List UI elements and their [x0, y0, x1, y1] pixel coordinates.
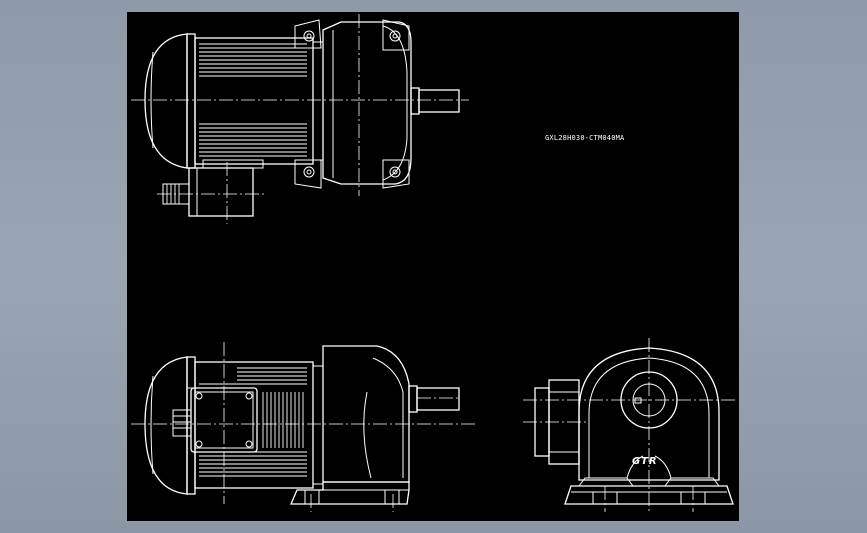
front-cable-gland	[172, 409, 192, 437]
side-base	[564, 485, 734, 505]
front-base-foot	[290, 481, 410, 505]
model-label: GXL28H030-CTM040MA	[545, 134, 625, 142]
top-terminal-box	[188, 167, 254, 217]
top-motor-frame	[194, 37, 314, 165]
cad-drawing-viewport[interactable]: GXL28H030-CTM040MA GTR	[127, 12, 739, 521]
front-view	[131, 342, 477, 512]
top-gearbox-housing	[322, 21, 412, 185]
front-gearbox-housing	[322, 345, 410, 483]
drawing-canvas	[131, 14, 737, 512]
top-bolt-hole	[303, 30, 315, 42]
front-fins-lower	[199, 451, 307, 477]
top-fins-upper	[199, 43, 307, 77]
top-fan-cover	[144, 33, 188, 169]
front-fan-cover	[144, 356, 188, 495]
front-fins-upper	[187, 367, 307, 389]
top-fins-lower	[199, 123, 307, 157]
top-view	[131, 14, 469, 224]
side-view	[523, 338, 737, 512]
brand-mark: GTR	[632, 456, 658, 467]
front-output-shaft	[408, 385, 418, 413]
top-output-shaft	[410, 87, 420, 115]
front-fins-vertical	[262, 392, 304, 448]
